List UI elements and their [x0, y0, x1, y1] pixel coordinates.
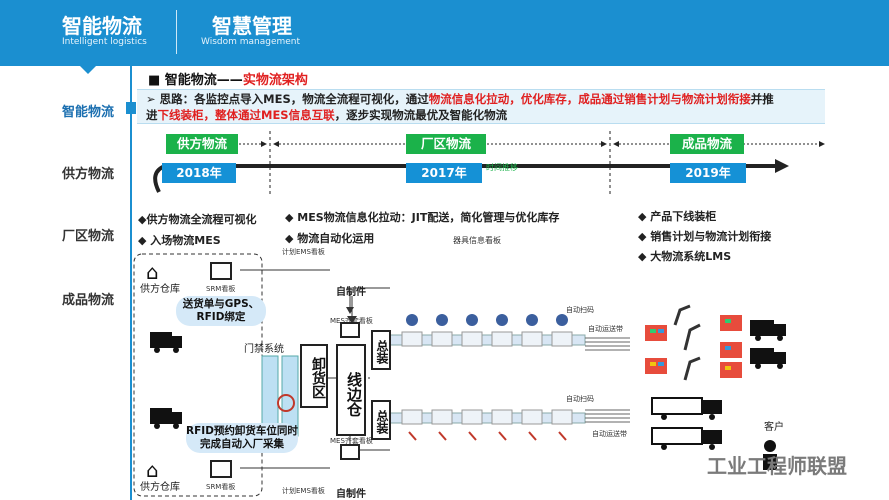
idea-text-f: ，逐步实现物流最优及智能化物流 — [334, 108, 508, 122]
idea-text-a: ➢ 思路：各监控点导入MES，物流全流程可视化，通过 — [146, 92, 429, 106]
unload-area: 卸货区 — [300, 344, 328, 408]
header-left-title: 智能物流 — [62, 14, 142, 38]
supplier-warehouse-bottom: 供方仓库 — [140, 482, 180, 493]
header-right-title: 智慧管理 — [212, 14, 292, 38]
self-made-top: 自制件 — [336, 287, 366, 298]
header-bar — [0, 0, 889, 66]
srm-monitor-top-icon — [210, 262, 232, 280]
auto-scan-top: 自动扫码 — [566, 306, 594, 314]
sidebar-line — [130, 66, 132, 500]
bullet-plant-2: ◆ 物流自动化运用 — [285, 232, 375, 245]
year-2019: 2019年 — [670, 163, 746, 183]
bullet-supplier-1: ◆供方物流全流程可视化 — [138, 213, 257, 226]
bullet-product-2: ◆ 销售计划与物流计划衔接 — [638, 230, 772, 243]
srm-monitor-bottom-icon — [210, 460, 232, 478]
year-2018: 2018年 — [162, 163, 236, 183]
idea-text-d: 进 — [146, 108, 158, 122]
cloud-gps-rfid: 送货单与GPS、RFID绑定 — [176, 296, 266, 326]
assembly-bottom: 总装 — [371, 400, 391, 440]
sidebar-item-supplier-logistics[interactable]: 供方物流 — [62, 167, 115, 182]
plan-ems-top: 计划EMS看板 — [282, 248, 325, 256]
phase-plant: 厂区物流 — [406, 134, 486, 154]
plan-ems-bottom: 计划EMS看板 — [282, 487, 325, 495]
bullet-product-1: ◆ 产品下线装柜 — [638, 210, 717, 223]
warehouse-bottom-icon: ⌂ — [146, 458, 159, 482]
timeline-arrow-label: 时间推移 — [486, 163, 518, 172]
line-side-warehouse: 线边仓 — [336, 344, 366, 436]
idea-text-c: 并推 — [750, 92, 774, 106]
mes-monitor-bottom-icon — [340, 444, 360, 460]
header-notch — [80, 66, 96, 74]
year-2017: 2017年 — [406, 163, 482, 183]
srm-board-bottom: SRM看板 — [206, 483, 236, 491]
supplier-warehouse-top: 供方仓库 — [140, 284, 180, 295]
idea-text-e: 下线装柜，整体通过MES信息互联 — [157, 108, 335, 122]
mes-monitor-top-icon — [340, 322, 360, 338]
sidebar-item-plant-logistics[interactable]: 厂区物流 — [62, 229, 115, 244]
auto-conveyor-top: 自动运送带 — [588, 325, 623, 333]
sidebar-item-intelligent-logistics[interactable]: 智能物流 — [62, 105, 115, 120]
plant-note: 器具信息看板 — [453, 236, 501, 245]
cloud-rfid-reserve: RFID预约卸货车位同时完成自动入厂采集 — [186, 423, 298, 453]
page-title: ■ 智能物流——实物流架构 — [148, 69, 308, 88]
phase-product: 成品物流 — [670, 134, 744, 154]
mes-board-top: MES齐套看板 — [330, 317, 373, 325]
page-title-highlight: 实物流架构 — [242, 73, 308, 88]
header-left-subtitle: Intelligent logistics — [62, 37, 147, 47]
warehouse-top-icon: ⌂ — [146, 260, 159, 284]
assembly-top: 总装 — [371, 330, 391, 370]
sidebar-active-marker — [126, 102, 136, 114]
phase-supplier: 供方物流 — [166, 134, 238, 154]
bullet-product-3: ◆ 大物流系统LMS — [638, 250, 732, 263]
page-title-prefix: ■ 智能物流—— — [148, 73, 243, 88]
auto-conveyor-bottom: 自动运送带 — [592, 430, 627, 438]
sidebar-item-product-logistics[interactable]: 成品物流 — [62, 293, 115, 308]
header-divider — [176, 10, 177, 54]
bullet-plant-1: ◆ MES物流信息化拉动：JIT配送，简化管理与优化库存 — [285, 211, 560, 224]
srm-board-top: SRM看板 — [206, 285, 236, 293]
idea-text: ➢ 思路：各监控点导入MES，物流全流程可视化，通过物流信息化拉动，优化库存，成… — [146, 91, 818, 123]
mes-board-bottom: MES齐套看板 — [330, 437, 373, 445]
bullet-supplier-2: ◆ 入场物流MES — [138, 234, 221, 247]
customer-label: 客户 — [764, 422, 784, 433]
watermark: 工业工程师联盟 — [707, 454, 847, 478]
header-right-subtitle: Wisdom management — [201, 37, 301, 47]
idea-box — [137, 89, 825, 124]
idea-text-b: 物流信息化拉动，优化库存，成品通过销售计划与物流计划衔接 — [428, 92, 751, 106]
auto-scan-bottom: 自动扫码 — [566, 395, 594, 403]
gate-system-label: 门禁系统 — [244, 344, 284, 355]
logistics-diagram — [133, 253, 786, 497]
self-made-bottom: 自制件 — [336, 489, 366, 500]
